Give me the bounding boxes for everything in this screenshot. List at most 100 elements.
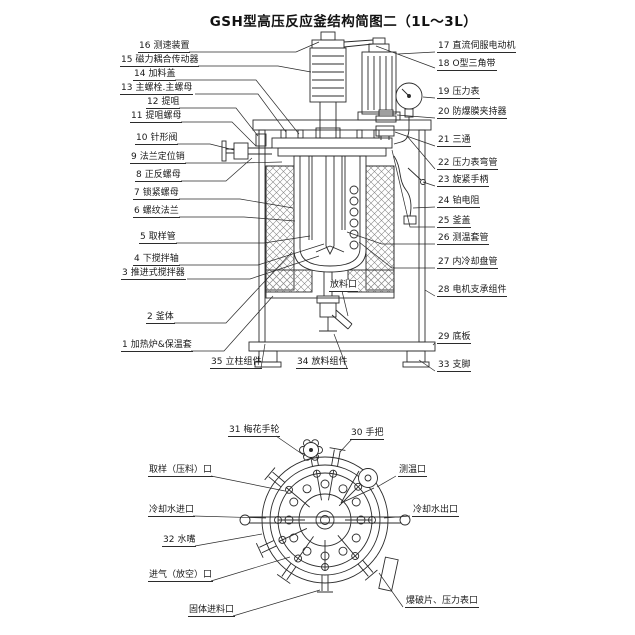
label-cooling-inlet: 冷却水进口 (148, 505, 196, 517)
part-name: 梅花手轮 (243, 425, 280, 435)
port-name: 冷却水出口 (413, 505, 459, 515)
part-number: 10 (136, 133, 148, 143)
part-number: 22 (438, 158, 450, 168)
part-name: 釜盖 (452, 216, 471, 226)
diagram-title: GSH型高压反应釜结构简图二（1L～3L） (209, 14, 478, 30)
part-name: 手把 (365, 428, 384, 438)
label-discharge-port: 放料口 (329, 280, 359, 292)
part-number: 19 (438, 87, 450, 97)
part-number: 17 (438, 41, 450, 51)
part-name: 电机支承组件 (452, 285, 507, 295)
label-cooling-outlet: 冷却水出口 (412, 505, 460, 517)
part-name: 锁紧螺母 (142, 188, 179, 198)
flange-ports (255, 447, 378, 593)
part-name: 取样管 (148, 232, 176, 242)
part-number: 25 (438, 216, 450, 226)
part-name: 三通 (452, 135, 471, 145)
part-number: 2 (147, 312, 153, 322)
temperature-port-lever (340, 468, 378, 504)
part-name: O型三角带 (452, 59, 496, 69)
part-number: 4 (134, 254, 140, 264)
port-name: 放料口 (330, 280, 358, 290)
part-name: 磁力耦合传动器 (135, 55, 199, 65)
label-solid-feed-port: 固体进料口 (188, 605, 236, 617)
part-number: 30 (351, 428, 363, 438)
part-number: 1 (122, 340, 128, 350)
plum-handwheel (299, 439, 323, 461)
part-number: 34 (297, 357, 309, 367)
part-name: 压力表弯管 (452, 158, 498, 168)
part-name: 旋紧手柄 (452, 175, 489, 185)
part-number: 15 (121, 55, 133, 65)
part-name: 支脚 (452, 360, 471, 370)
part-number: 28 (438, 285, 450, 295)
part-name: 下搅拌轴 (142, 254, 179, 264)
part-name: 测速装置 (153, 41, 190, 51)
part-name: 推进式搅拌器 (130, 268, 185, 278)
label-rupture-gauge-port: 爆破片、压力表口 (405, 596, 480, 608)
part-name: 加热炉&保温套 (130, 340, 192, 350)
tag-plate (378, 556, 399, 592)
part-name: 法兰定位销 (139, 152, 185, 162)
part-name: 针形阀 (150, 133, 178, 143)
port-name: 测温口 (399, 465, 427, 475)
part-number: 9 (131, 152, 137, 162)
part-number: 23 (438, 175, 450, 185)
part-number: 11 (131, 111, 143, 121)
part-number: 18 (438, 59, 450, 69)
part-name: 正反螺母 (144, 170, 181, 180)
handle-bar (239, 514, 411, 526)
part-name: 水嘴 (177, 535, 196, 545)
motor (357, 37, 401, 121)
part-name: 加料盖 (148, 69, 176, 79)
part-number: 13 (121, 83, 133, 93)
part-name: 压力表 (452, 87, 480, 97)
pressure-gauge (393, 82, 423, 145)
part-number: 32 (163, 535, 175, 545)
part-number: 8 (136, 170, 142, 180)
needle-valve (221, 140, 272, 162)
part-name: 铂电阻 (452, 196, 480, 206)
part-name: 提咀 (161, 97, 180, 107)
part-name: 提咀螺母 (145, 111, 182, 121)
part-number: 35 (211, 357, 223, 367)
label-sampling-port: 取样（压料）口 (148, 465, 214, 477)
clamp-handle (407, 167, 426, 185)
part-name: 釜体 (155, 312, 174, 322)
part-number: 5 (140, 232, 146, 242)
part-number: 24 (438, 196, 450, 206)
discharge-assembly (316, 272, 353, 332)
part-number: 21 (438, 135, 450, 145)
port-name: 爆破片、压力表口 (406, 596, 479, 606)
rtd-cable (393, 155, 417, 225)
label-gas-inlet-port: 进气（放空）口 (148, 570, 214, 582)
leader-lines (174, 41, 436, 617)
